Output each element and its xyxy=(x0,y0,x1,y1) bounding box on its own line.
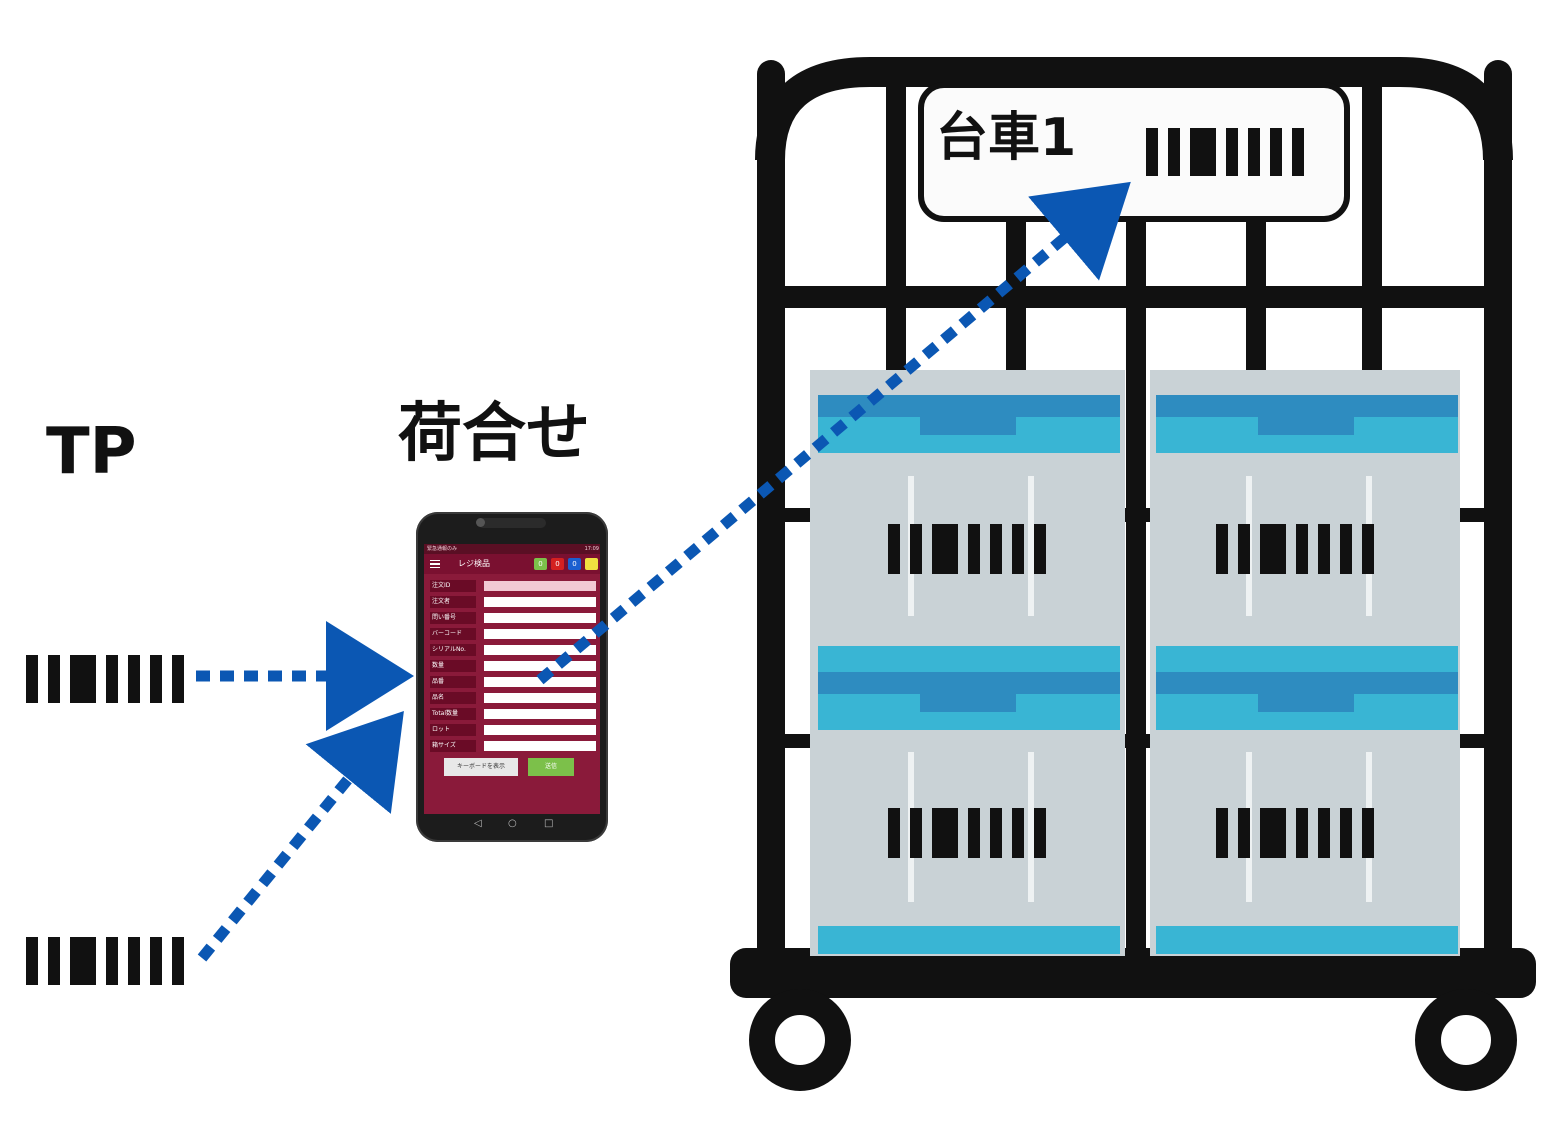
home-icon[interactable]: ○ xyxy=(508,818,517,829)
form-row-quantity: 数量 xyxy=(430,660,596,672)
form-row-box-size: 箱サイズ xyxy=(430,740,596,752)
form-row-orderer: 注文者 xyxy=(430,596,596,608)
app-bar: レジ検品 0 0 0 xyxy=(424,554,600,574)
quantity-input[interactable] xyxy=(484,661,596,671)
field-label: 箱サイズ xyxy=(430,740,476,752)
field-label: 品名 xyxy=(430,692,476,704)
orderer-input[interactable] xyxy=(484,597,596,607)
status-time: 17:09 xyxy=(584,546,599,552)
box-size-input[interactable] xyxy=(484,741,596,751)
box-bottom-right xyxy=(1150,646,1460,956)
box-barcode-bottom-right xyxy=(1216,808,1374,858)
wheel-right-icon xyxy=(1415,989,1517,1091)
total-quantity-input[interactable] xyxy=(484,709,596,719)
menu-icon[interactable] xyxy=(430,560,440,568)
wheel-left-icon xyxy=(749,989,851,1091)
form-row-total-qty: Total数量 xyxy=(430,708,596,720)
form-row-part-no: 品番 xyxy=(430,676,596,688)
tp-barcode-bottom xyxy=(26,937,184,985)
field-label: Total数量 xyxy=(430,708,476,720)
form-row-lot: ロット xyxy=(430,724,596,736)
camera-icon xyxy=(476,518,485,527)
back-icon[interactable]: ◁ xyxy=(474,818,482,829)
field-label: 品番 xyxy=(430,676,476,688)
arrow-tp-bottom-to-phone xyxy=(197,710,404,962)
box-top-right xyxy=(1150,370,1460,660)
box-bottom-left xyxy=(810,646,1125,956)
form-row-barcode: バーコード xyxy=(430,628,596,640)
app-title: レジ検品 xyxy=(458,559,490,568)
handheld-phone: 緊急通報のみ 17:09 レジ検品 0 0 0 注文ID 注文者 問い番号 バー… xyxy=(416,512,608,842)
show-keyboard-button[interactable]: キーボードを表示 xyxy=(444,758,518,776)
count-badge-red: 0 xyxy=(551,558,564,570)
count-badge-green: 0 xyxy=(534,558,547,570)
phone-earpiece xyxy=(478,518,546,528)
status-left: 緊急通報のみ xyxy=(427,546,458,552)
status-bar: 緊急通報のみ 17:09 xyxy=(424,544,600,554)
part-number-input[interactable] xyxy=(484,677,596,687)
tp-label: TP xyxy=(46,415,137,489)
form-row-item-name: 品名 xyxy=(430,692,596,704)
field-label: バーコード xyxy=(430,628,476,640)
item-name-input[interactable] xyxy=(484,693,596,703)
tp-barcode-top xyxy=(26,655,184,703)
phone-screen: 緊急通報のみ 17:09 レジ検品 0 0 0 注文ID 注文者 問い番号 バー… xyxy=(424,544,600,814)
field-label: 注文ID xyxy=(430,580,476,592)
arrow-phone-to-cart xyxy=(536,181,1131,685)
recents-icon[interactable]: □ xyxy=(544,818,554,829)
android-nav-bar: ◁ ○ □ xyxy=(424,814,600,838)
cart-post-right xyxy=(1484,60,1512,980)
cart-rail xyxy=(770,286,1490,308)
field-label: 問い番号 xyxy=(430,612,476,624)
serial-input[interactable] xyxy=(484,645,596,655)
form-row-inquiry: 問い番号 xyxy=(430,612,596,624)
cart-barcode xyxy=(1146,128,1304,176)
inquiry-number-input[interactable] xyxy=(484,613,596,623)
send-button[interactable]: 送信 xyxy=(528,758,574,776)
field-label: 数量 xyxy=(430,660,476,672)
cart-base xyxy=(730,948,1536,998)
status-badge-yellow xyxy=(585,558,598,570)
barcode-input[interactable] xyxy=(484,629,596,639)
box-barcode-top-right xyxy=(1216,524,1374,574)
form-row-order-id: 注文ID xyxy=(430,580,596,592)
order-id-input[interactable] xyxy=(484,581,596,591)
box-top-left xyxy=(810,370,1125,660)
form-row-serial: シリアルNo. xyxy=(430,644,596,656)
box-barcode-bottom-left xyxy=(888,808,1046,858)
field-label: シリアルNo. xyxy=(430,644,476,656)
packing-label: 荷合せ xyxy=(398,397,590,471)
field-label: ロット xyxy=(430,724,476,736)
count-badge-blue: 0 xyxy=(568,558,581,570)
field-label: 注文者 xyxy=(430,596,476,608)
box-barcode-top-left xyxy=(888,524,1046,574)
lot-input[interactable] xyxy=(484,725,596,735)
cart-label: 台車1 xyxy=(936,108,1077,168)
